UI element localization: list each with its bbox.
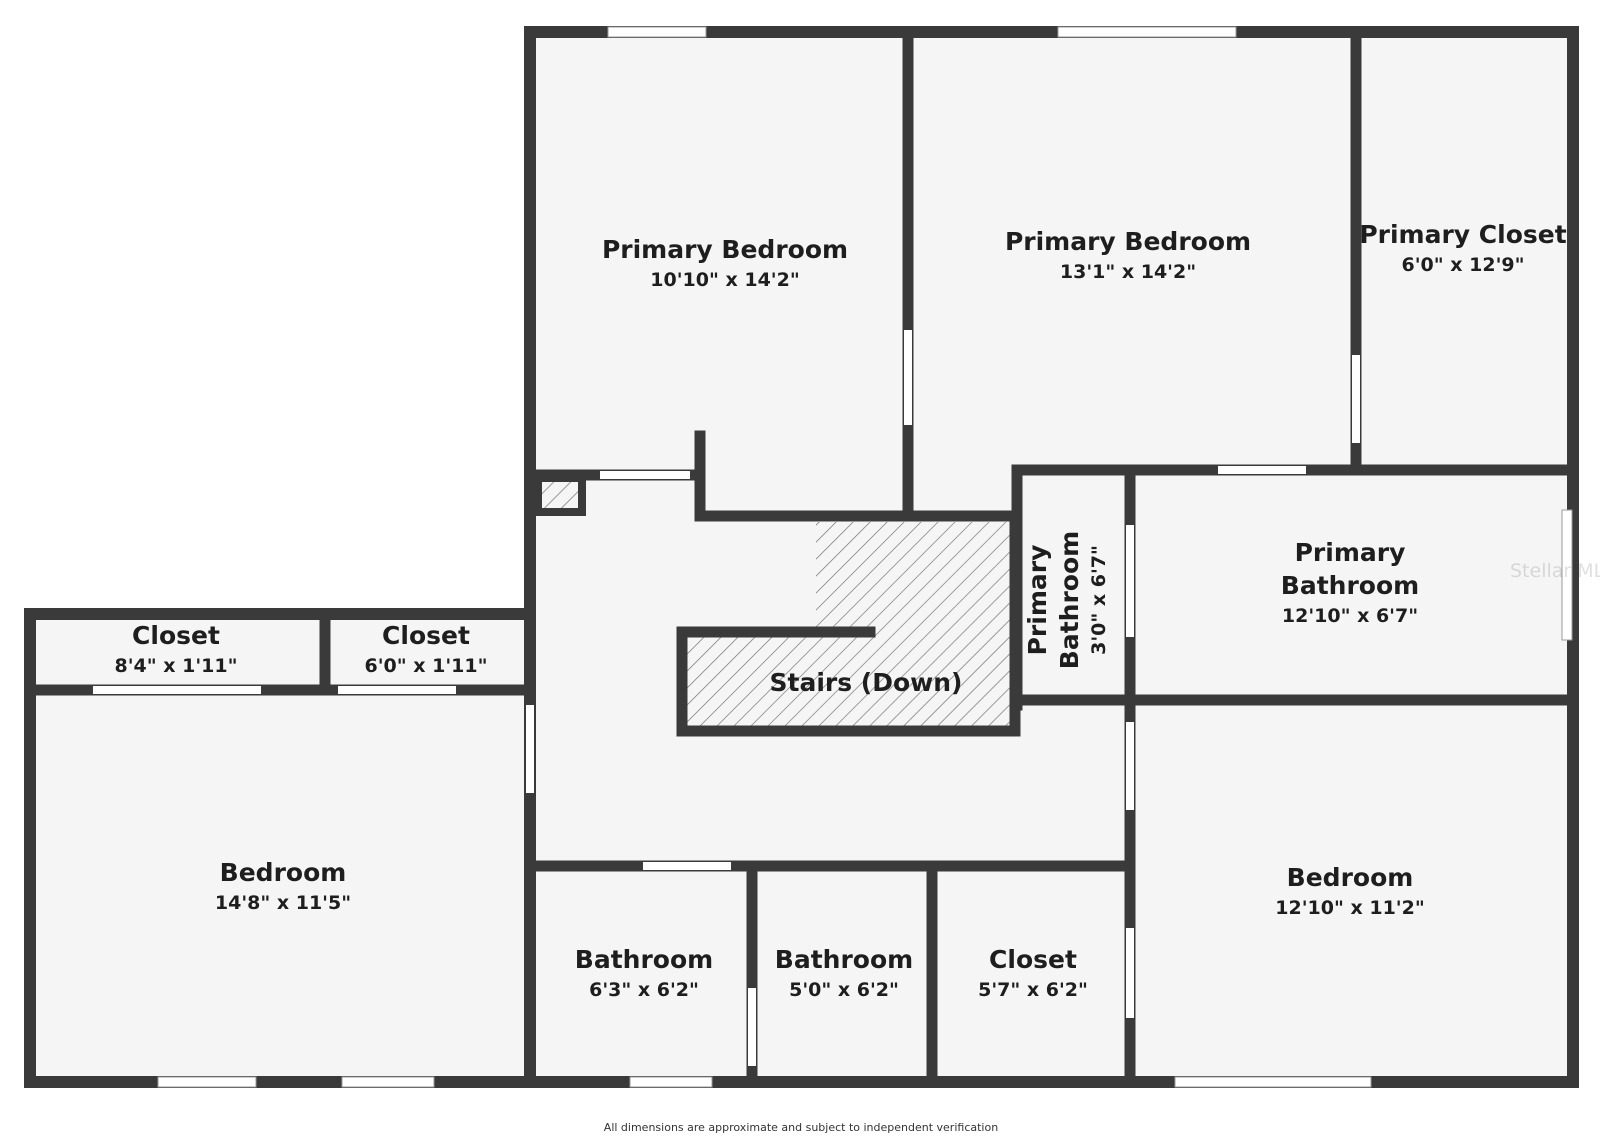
room-name: Primary — [1295, 538, 1406, 567]
door-7 — [1126, 928, 1134, 1018]
room-name: Closet — [132, 621, 220, 650]
room-dims: 8'4" x 1'11" — [114, 655, 237, 677]
room-name: Closet — [382, 621, 470, 650]
room-name: Primary Bedroom — [602, 235, 848, 264]
disclaimer: All dimensions are approximate and subje… — [604, 1121, 998, 1134]
room-dims: 5'0" x 6'2" — [789, 979, 899, 1001]
room-name: Primary — [1023, 545, 1052, 656]
door-8 — [526, 705, 534, 793]
room-labels: Primary Bedroom 10'10" x 14'2" Primary B… — [114, 220, 1566, 1001]
window-6 — [629, 1076, 713, 1088]
room-dims: 6'0" x 12'9" — [1401, 254, 1524, 276]
room-dims: 14'8" x 11'5" — [215, 892, 351, 914]
door-1 — [600, 471, 690, 479]
window-5 — [341, 1076, 435, 1088]
room-name: Primary Bedroom — [1005, 227, 1251, 256]
openings — [93, 26, 1573, 1088]
door-2 — [904, 330, 912, 425]
door-6 — [1126, 722, 1134, 810]
room-name: Bathroom — [775, 945, 913, 974]
window-2 — [1057, 26, 1237, 38]
room-name: Bathroom — [575, 945, 713, 974]
window-3 — [1561, 509, 1573, 641]
room-dims: 12'10" x 6'7" — [1282, 605, 1418, 627]
room-name: Closet — [989, 945, 1077, 974]
room-name: Primary Closet — [1359, 220, 1566, 249]
room-name: Bedroom — [1287, 863, 1414, 892]
room-name: Bathroom — [1281, 571, 1419, 600]
door-12 — [748, 988, 756, 1066]
door-11 — [643, 862, 731, 870]
room-name: Bathroom — [1055, 531, 1084, 669]
window-7 — [1174, 1076, 1372, 1088]
room-name: Bedroom — [220, 858, 347, 887]
room-dims: 5'7" x 6'2" — [978, 979, 1088, 1001]
floor-fills — [30, 38, 1567, 1076]
door-9 — [93, 686, 261, 694]
door-4 — [1218, 466, 1306, 474]
door-3 — [1352, 355, 1360, 443]
watermark: Stellar MLS — [1510, 560, 1600, 582]
door-5 — [1126, 525, 1134, 637]
room-dims: 6'0" x 1'11" — [364, 655, 487, 677]
door-10 — [338, 686, 456, 694]
room-dims: 12'10" x 11'2" — [1275, 897, 1424, 919]
window-4 — [157, 1076, 257, 1088]
window-1 — [607, 26, 707, 38]
room-name: Stairs (Down) — [770, 668, 963, 697]
room-dims: 3'0" x 6'7" — [1088, 545, 1110, 655]
room-dims: 10'10" x 14'2" — [650, 269, 799, 291]
room-dims: 13'1" x 14'2" — [1060, 261, 1196, 283]
room-dims: 6'3" x 6'2" — [589, 979, 699, 1001]
